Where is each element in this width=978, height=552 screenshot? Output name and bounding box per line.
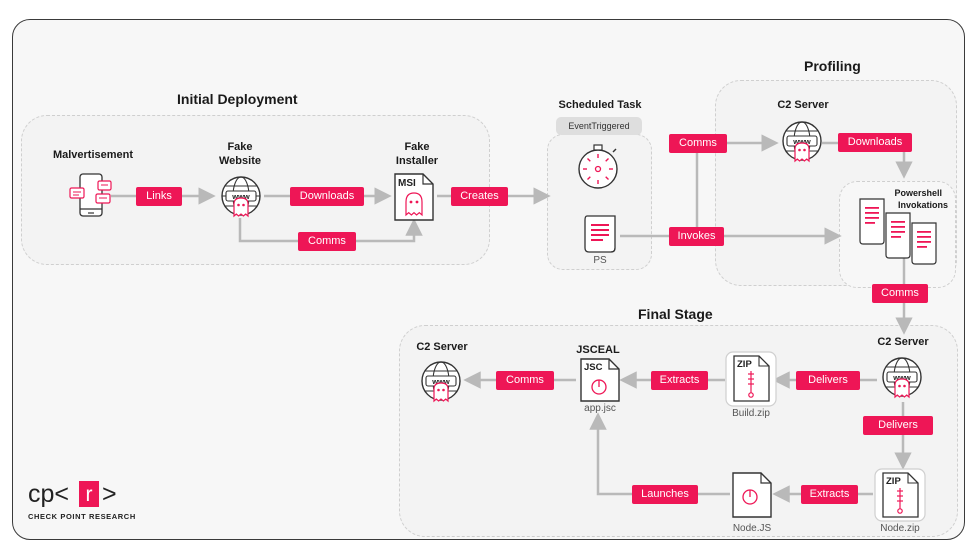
build-zip-icon: ZIP xyxy=(725,351,777,412)
www-text: www xyxy=(231,192,250,201)
title-profiling: Profiling xyxy=(804,58,861,74)
title-final-stage: Final Stage xyxy=(638,306,713,322)
check-point-research-logo: cp< r > xyxy=(28,478,120,515)
label-powershell-line2: Invokations xyxy=(897,200,948,210)
label-c2-server-final-left: C2 Server xyxy=(416,341,468,353)
logo-mark-left: cp< xyxy=(28,480,69,508)
msi-tag: MSI xyxy=(398,178,416,189)
logo-mark-right: > xyxy=(102,480,117,508)
www-text: www xyxy=(431,377,450,386)
www-text: www xyxy=(892,373,911,382)
timer-clock-icon xyxy=(575,143,621,198)
node-zip-caption: Node.zip xyxy=(880,523,920,534)
edge-label-downloads-2: Downloads xyxy=(838,133,912,152)
www-text: www xyxy=(792,137,811,146)
edge-label-extracts-2: Extracts xyxy=(801,485,858,504)
c2-server-left-globe-icon: www xyxy=(417,359,465,412)
title-initial-deployment: Initial Deployment xyxy=(177,91,298,107)
edge-comms-2 xyxy=(695,134,779,236)
node-zip-icon: ZIP xyxy=(874,468,926,527)
edge-label-comms-2: Comms xyxy=(669,134,727,153)
msi-file-icon: MSI xyxy=(393,172,435,227)
edge-label-extracts-1: Extracts xyxy=(651,371,708,390)
edge-label-comms-4: Comms xyxy=(496,371,554,390)
logo-mark-box: r xyxy=(86,483,93,506)
edge-label-launches: Launches xyxy=(632,485,698,504)
app-jsc-caption: app.jsc xyxy=(584,403,616,414)
event-triggered-badge: EventTriggered xyxy=(556,117,642,135)
node-js-caption: Node.JS xyxy=(732,523,772,534)
c2-server-globe-icon: www xyxy=(778,119,826,172)
zip-tag: ZIP xyxy=(886,476,901,487)
node-js-file-icon xyxy=(731,471,773,524)
edge-label-comms-3: Comms xyxy=(872,284,928,303)
edge-label-delivers-2: Delivers xyxy=(863,416,933,435)
edge-label-downloads-1: Downloads xyxy=(290,187,364,206)
edge-label-delivers-1: Delivers xyxy=(796,371,860,390)
logo-text: CHECK POINT RESEARCH xyxy=(28,512,136,521)
label-fake-website-line1: Fake xyxy=(227,141,253,153)
label-fake-website-line2: Website xyxy=(219,155,261,167)
edge-label-comms-1: Comms xyxy=(298,232,356,251)
powershell-scripts-stack-icon xyxy=(854,195,944,272)
label-c2-server-profiling: C2 Server xyxy=(777,99,829,111)
edge-label-creates: Creates xyxy=(451,187,508,206)
label-c2-server-final-right: C2 Server xyxy=(877,336,929,348)
build-zip-caption: Build.zip xyxy=(732,408,770,419)
label-scheduled-task: Scheduled Task xyxy=(558,99,642,111)
powershell-script-icon xyxy=(581,213,621,260)
zip-tag: ZIP xyxy=(737,359,752,370)
malicious-website-globe-icon: www xyxy=(217,174,265,227)
jsc-file-icon: JSC xyxy=(579,357,621,408)
c2-server-final-globe-icon: www xyxy=(878,355,926,408)
jsc-tag: JSC xyxy=(584,362,603,373)
ps-caption: PS xyxy=(593,255,607,266)
label-powershell-line1: Powershell xyxy=(894,188,942,198)
phone-ad-icon xyxy=(68,172,114,225)
edge-label-invokes: Invokes xyxy=(669,227,724,246)
label-jsceal: JSCEAL xyxy=(576,344,620,356)
edge-launches xyxy=(589,412,730,496)
edge-label-links: Links xyxy=(136,187,182,206)
label-fake-installer-line1: Fake xyxy=(404,141,430,153)
label-fake-installer-line2: Installer xyxy=(395,155,439,167)
label-malvertisement: Malvertisement xyxy=(52,149,134,161)
